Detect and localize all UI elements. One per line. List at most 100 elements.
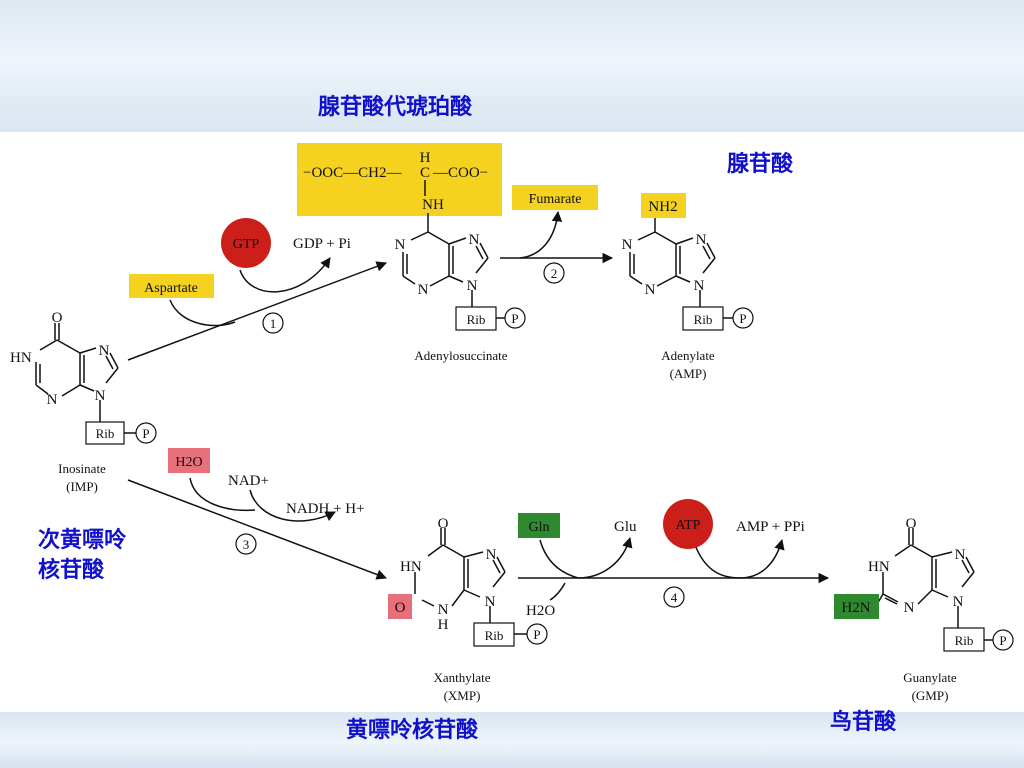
gmp-atom-h2n: H2N bbox=[841, 600, 870, 616]
imp-atom-o: O bbox=[52, 310, 63, 326]
xmp-abbr: (XMP) bbox=[444, 688, 481, 703]
gmp-atom-hn1: HN bbox=[868, 559, 890, 575]
gmp-rib-label: Rib bbox=[955, 633, 974, 648]
adenylosuccinate-structure bbox=[402, 180, 526, 331]
imp-structure bbox=[35, 323, 157, 445]
imp-name: Inosinate bbox=[58, 461, 106, 476]
gtp-label: GTP bbox=[233, 237, 260, 252]
step1-marker bbox=[262, 312, 284, 334]
imp-atom-n3: N bbox=[47, 392, 58, 408]
step1-number: 1 bbox=[270, 316, 277, 331]
succinyl-group-box bbox=[297, 143, 502, 216]
atp-label: ATP bbox=[676, 518, 701, 533]
step4-marker bbox=[663, 586, 685, 608]
xmp-atom-hn1: HN bbox=[400, 559, 422, 575]
imp-atom-n9: N bbox=[95, 388, 106, 404]
step4-reaction bbox=[518, 536, 830, 601]
amp-rib-label: Rib bbox=[694, 312, 713, 327]
imp-cn-line1: 次黄嘌呤 bbox=[38, 528, 127, 553]
adenylosuccinate-name: Adenylosuccinate bbox=[414, 348, 507, 363]
step3-marker bbox=[235, 533, 257, 555]
gmp-structure bbox=[875, 528, 1014, 652]
step3-number: 3 bbox=[243, 537, 250, 552]
adsuc-atom-n3: N bbox=[418, 282, 429, 298]
amp-structure bbox=[629, 218, 754, 331]
header-band bbox=[0, 0, 1024, 132]
xmp-structure bbox=[414, 528, 548, 647]
succinyl-nh: NH bbox=[422, 197, 444, 213]
amp-atom-n1: N bbox=[622, 237, 633, 253]
gmp-atom-n9: N bbox=[953, 594, 964, 610]
adsuc-atom-n1: N bbox=[395, 237, 406, 253]
step2-marker bbox=[543, 262, 565, 284]
succinyl-h: H bbox=[420, 150, 431, 166]
gmp-atom-n7: N bbox=[955, 547, 966, 563]
imp-rib-label: Rib bbox=[96, 426, 115, 441]
gmp-abbr: (GMP) bbox=[912, 688, 949, 703]
xmp-phosphate-label: P bbox=[533, 627, 540, 642]
aspartate-label: Aspartate bbox=[144, 281, 198, 296]
gmp-name: Guanylate bbox=[903, 670, 957, 685]
xmp-atom-n9: N bbox=[485, 594, 496, 610]
amp-name: Adenylate bbox=[661, 348, 715, 363]
xmp-atom-o2: O bbox=[395, 600, 406, 616]
amp-nh2-box bbox=[641, 193, 686, 218]
gln-box bbox=[518, 513, 560, 538]
xmp-atom-n3: N bbox=[438, 602, 449, 618]
amp-cn-title: 腺苷酸 bbox=[727, 152, 794, 177]
xmp-name: Xanthylate bbox=[433, 670, 490, 685]
adsuc-atom-n7: N bbox=[469, 232, 480, 248]
gdp-pi-label: GDP + Pi bbox=[293, 236, 351, 252]
adsuc-phosphate-label: P bbox=[511, 311, 518, 326]
xmp-atom-o6: O bbox=[438, 516, 449, 532]
gmp-amino-box bbox=[834, 594, 879, 619]
imp-abbr: (IMP) bbox=[66, 479, 98, 494]
amp-nh2: NH2 bbox=[648, 199, 677, 215]
adsuc-rib-label: Rib bbox=[467, 312, 486, 327]
glu-label: Glu bbox=[614, 519, 637, 535]
succinyl-c: C bbox=[420, 165, 430, 181]
fumarate-label: Fumarate bbox=[529, 192, 582, 207]
step3-reaction bbox=[127, 477, 387, 580]
h2o-box bbox=[168, 448, 210, 473]
step2-reaction bbox=[500, 210, 614, 264]
step4-number: 4 bbox=[671, 590, 678, 605]
h2o-b-label: H2O bbox=[526, 603, 555, 619]
gln-label: Gln bbox=[529, 520, 550, 535]
gmp-cn-title: 鸟苷酸 bbox=[830, 710, 897, 735]
nadh-label: NADH + H+ bbox=[286, 501, 365, 517]
xmp-carbonyl-box bbox=[388, 594, 412, 619]
xmp-atom-n7: N bbox=[486, 547, 497, 563]
gmp-atom-n3: N bbox=[904, 600, 915, 616]
adsuc-atom-n9: N bbox=[467, 278, 478, 294]
amp-atom-n7: N bbox=[696, 232, 707, 248]
gmp-atom-o6: O bbox=[906, 516, 917, 532]
atp-circle bbox=[663, 499, 713, 549]
h2o-label: H2O bbox=[175, 455, 202, 470]
adenylosuccinate-cn-title: 腺苷酸代琥珀酸 bbox=[318, 95, 473, 120]
imp-atom-hn: HN bbox=[10, 350, 32, 366]
imp-atom-n7: N bbox=[99, 343, 110, 359]
xmp-rib-label: Rib bbox=[485, 628, 504, 643]
step1-reaction bbox=[127, 257, 387, 361]
fumarate-box bbox=[512, 185, 598, 210]
succinyl-right: —COO− bbox=[432, 165, 488, 181]
nad-label: NAD+ bbox=[228, 473, 269, 489]
amp-ppi-label: AMP + PPi bbox=[736, 519, 805, 535]
gtp-circle bbox=[221, 218, 271, 268]
succinyl-left: −OOC—CH2— bbox=[303, 165, 402, 181]
amp-abbr: (AMP) bbox=[670, 366, 707, 381]
imp-cn-title: 次黄嘌呤 核苷酸 bbox=[38, 526, 126, 585]
imp-phosphate-label: P bbox=[142, 426, 149, 441]
xmp-cn-title: 黄嘌呤核苷酸 bbox=[346, 718, 479, 743]
amp-atom-n3: N bbox=[645, 282, 656, 298]
amp-atom-n9: N bbox=[694, 278, 705, 294]
step2-number: 2 bbox=[551, 266, 558, 281]
gmp-phosphate-label: P bbox=[999, 633, 1006, 648]
imp-cn-line2: 核苷酸 bbox=[38, 557, 105, 583]
xmp-atom-h3: H bbox=[438, 617, 449, 633]
aspartate-box bbox=[129, 274, 214, 298]
amp-phosphate-label: P bbox=[739, 311, 746, 326]
footer-band bbox=[0, 712, 1024, 768]
